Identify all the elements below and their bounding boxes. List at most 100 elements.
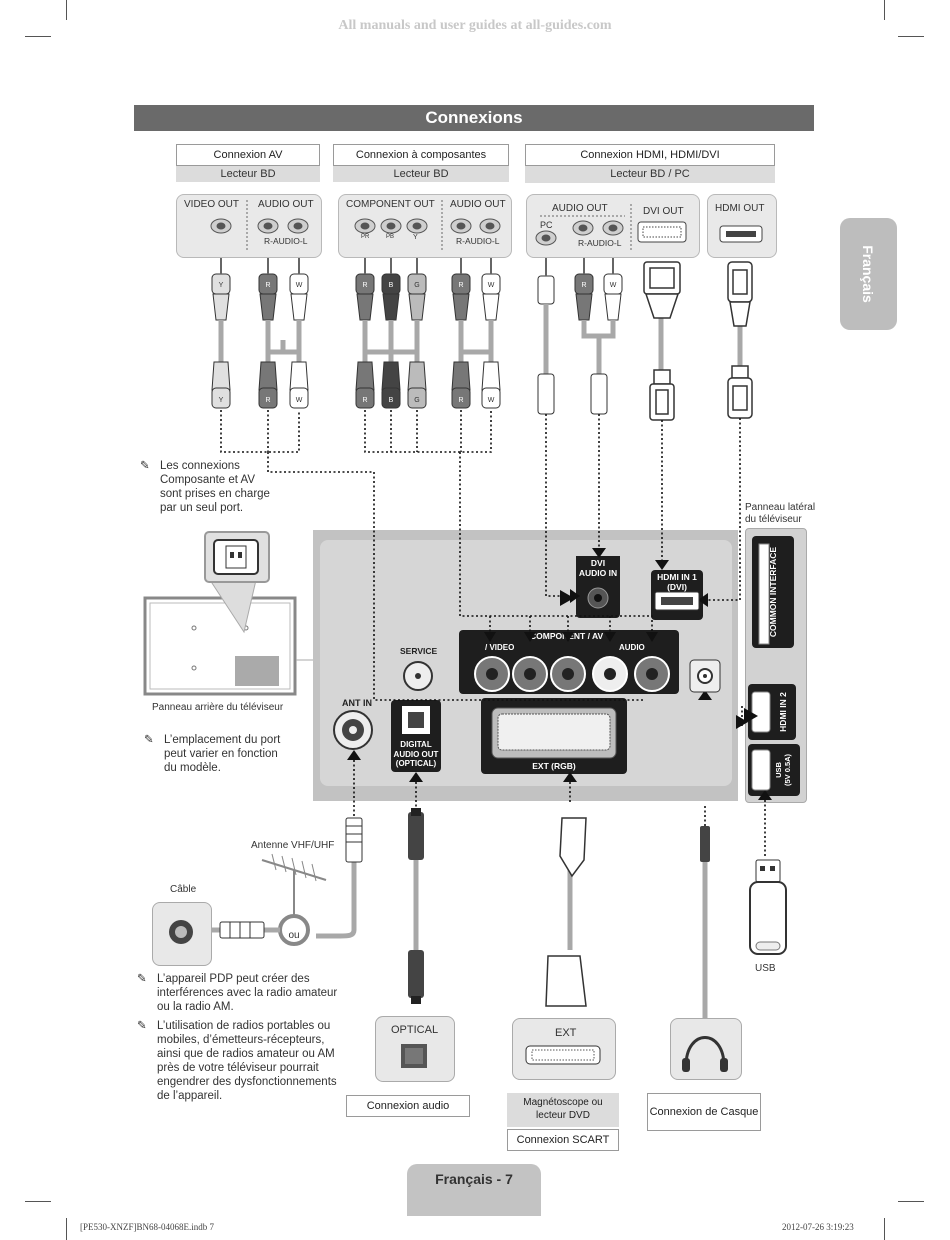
side-panel-label-line: Panneau latéral <box>745 502 816 513</box>
av-section-title: Connexion AV <box>176 144 320 166</box>
print-file-info: [PE530-XNZF]BN68-04068E.indb 7 <box>80 1222 214 1232</box>
plug-letter-label: R <box>581 282 586 289</box>
plug-letter-label: W <box>296 397 303 404</box>
component-device-label: Lecteur BD <box>333 166 509 182</box>
dvi-connectors <box>643 261 753 421</box>
scart-cable <box>525 817 601 1065</box>
crop-mark <box>898 1201 924 1202</box>
rear-panel-label: Panneau arrière du téléviseur <box>152 702 284 713</box>
note-line: par un seul port. <box>160 502 244 514</box>
component-audio-out-label: AUDIO OUT <box>450 199 506 210</box>
note-single-port: ✎ Les connexions Composante et AV sont p… <box>140 460 270 514</box>
plug-letter-label: W <box>488 397 495 404</box>
note-pdp: ✎ L’appareil PDP peut créer des interfér… <box>137 973 337 1013</box>
cable-label: Câble <box>170 884 197 895</box>
crop-mark <box>884 1218 885 1240</box>
tv-outline <box>143 531 313 696</box>
page-title: Connexions <box>134 105 814 131</box>
hdmi-section-title: Connexion HDMI, HDMI/DVI <box>525 144 775 166</box>
pr-pin-label: PR <box>361 234 370 240</box>
service-label: SERVICE <box>400 646 438 656</box>
pencil-icon: ✎ <box>140 460 150 472</box>
note-port-location: ✎ L’emplacement du port peut varier en f… <box>144 734 280 774</box>
plug-letter-label: B <box>389 282 394 289</box>
note-line: ainsi que de radios amateur ou AM <box>157 1048 335 1060</box>
arrow-heads <box>347 548 772 800</box>
note-line: sont prises en charge <box>160 488 270 500</box>
note-line: mobiles, d’émetteurs-récepteurs, <box>157 1034 325 1046</box>
page-number: Français - 7 <box>435 1171 513 1187</box>
plug-letter-label: G <box>414 282 419 289</box>
crop-mark <box>66 1218 67 1240</box>
crop-mark <box>884 0 885 20</box>
watermark: All manuals and user guides at all-guide… <box>338 18 612 33</box>
headphone-cable <box>682 826 728 1072</box>
headphone-connection-label: Connexion de Casque <box>647 1093 761 1131</box>
plug-letter-label: W <box>610 282 617 289</box>
or-label: ou <box>288 930 299 941</box>
audio-out-label: AUDIO OUT <box>258 199 314 210</box>
plug-letter-label: G <box>414 397 419 404</box>
dvi-out-label: DVI OUT <box>643 206 684 217</box>
pencil-icon: ✎ <box>137 973 147 985</box>
antenna-label: Antenne VHF/UHF <box>251 840 335 851</box>
plug-letter-label: R <box>362 397 367 404</box>
label-line: lecteur DVD <box>536 1110 590 1121</box>
audio-connection-label: Connexion audio <box>346 1095 470 1117</box>
ant-in-label: ANT IN <box>342 698 372 708</box>
source-jacks <box>210 218 624 246</box>
note-line: Les connexions <box>160 460 240 472</box>
pc-audio-channel-label: R-AUDIO-L <box>578 238 622 248</box>
dvi-audio-in-label: DVI AUDIO IN <box>576 556 620 580</box>
note-line: engendrer des dysfonctionnements <box>157 1076 337 1088</box>
label-line: AUDIO IN <box>578 568 618 578</box>
hdmi-out-label: HDMI OUT <box>715 203 765 214</box>
note-line: du modèle. <box>164 762 221 774</box>
note-line: Composante et AV <box>160 474 256 486</box>
note-line: L’utilisation de radios portables ou <box>157 1020 331 1032</box>
y-pin-label: Y <box>413 234 418 241</box>
optical-label: OPTICAL <box>391 1024 439 1036</box>
y-video-label: / VIDEO <box>485 643 515 652</box>
note-line: peut varier en fonction <box>164 748 278 760</box>
component-audio-channel-label: R-AUDIO-L <box>456 236 500 246</box>
upper-plugs <box>211 273 623 321</box>
vcr-dvd-label: Magnétoscope ou lecteur DVD <box>507 1093 619 1127</box>
dvi-out-port <box>637 221 687 243</box>
plug-letter-label: Y <box>219 397 224 404</box>
ext-rgb-label: EXT (RGB) <box>532 761 576 771</box>
component-out-label: COMPONENT OUT <box>346 199 435 210</box>
language-tab: Français <box>840 218 897 330</box>
plug-letter-label: W <box>488 282 495 289</box>
scart-connection-label: Connexion SCART <box>507 1129 619 1151</box>
component-section-title: Connexion à composantes <box>333 144 509 166</box>
label-line: AUDIO OUT <box>393 749 439 759</box>
page-footer-tab: Français - 7 <box>407 1164 541 1216</box>
label-line: (DVI) <box>667 582 687 592</box>
plug-letter-label: R <box>458 397 463 404</box>
label-line: (OPTICAL) <box>395 759 437 768</box>
crop-mark <box>898 36 924 37</box>
optical-device-panel <box>375 1016 455 1082</box>
side-panel-label-line: du téléviseur <box>745 514 802 525</box>
tv-ports <box>333 543 771 791</box>
plug-letter-label: R <box>265 282 270 289</box>
label-line: HDMI IN 1 <box>657 572 697 582</box>
usb-stick <box>749 859 787 955</box>
label-line: Magnétoscope ou <box>523 1097 603 1108</box>
cables <box>218 304 743 374</box>
port-arrows <box>560 590 758 724</box>
headphone-device-panel <box>670 1018 742 1080</box>
hdmi-device-label: Lecteur BD / PC <box>525 166 775 183</box>
audio-label: AUDIO <box>619 643 645 652</box>
pc-label: PC <box>540 220 553 230</box>
pb-pin-label: PB <box>386 234 395 240</box>
upper-plug-tips <box>220 258 614 276</box>
crop-mark <box>25 1201 51 1202</box>
note-radios: ✎ L’utilisation de radios portables ou m… <box>137 1020 337 1102</box>
ext-label: EXT <box>555 1027 577 1039</box>
pencil-icon: ✎ <box>144 734 154 746</box>
antenna-cable <box>169 817 363 946</box>
plug-letter-label: W <box>296 282 303 289</box>
